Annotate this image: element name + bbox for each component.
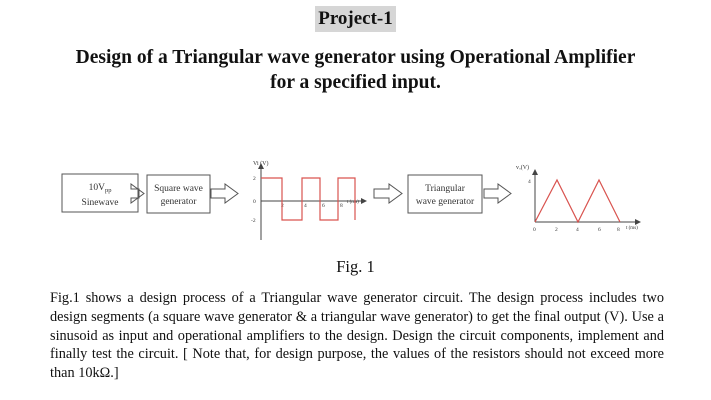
square-wave-trace — [261, 177, 356, 221]
square-generator-block: Square wave generator — [146, 174, 211, 214]
input-block: 10Vpp Sinewave — [61, 173, 139, 213]
hollow-arrow-3-icon — [373, 183, 403, 204]
hollow-arrow-2-icon — [210, 183, 239, 204]
input-block-wave: Sinewave — [82, 198, 119, 208]
triangle-plot-xtick-2: 2 — [555, 227, 558, 233]
figure-caption: Fig. 1 — [336, 257, 375, 276]
square-plot-xtick-8: 8 — [340, 203, 343, 209]
square-block-line2: generator — [161, 197, 198, 207]
svg-text:10Vpp: 10Vpp — [89, 183, 112, 194]
block-diagram-figure: 10Vpp Sinewave Square wave generator Vi … — [61, 160, 641, 240]
triangle-plot-ylabel: vₒ(V) — [516, 164, 529, 171]
triangular-block-line1: Triangular — [425, 184, 466, 194]
square-wave-plot: Vi (V) t (ms) 2 0 -2 2 4 6 8 — [251, 160, 367, 240]
triangular-block-line2: wave generator — [416, 197, 475, 207]
title-line-2: for a specified input. — [270, 72, 441, 93]
square-plot-ytick-2: 2 — [253, 176, 256, 182]
document-title: Design of a Triangular wave generator us… — [30, 45, 681, 95]
input-block-amplitude-sub: pp — [105, 187, 112, 194]
triangle-plot-ytick-4: 4 — [528, 179, 531, 185]
triangle-plot-xtick-8: 8 — [617, 227, 620, 233]
square-plot-xtick-4: 4 — [304, 203, 307, 209]
diagram-arrows — [130, 183, 512, 204]
project-label-text: Project-1 — [315, 6, 396, 32]
triangular-generator-block: Triangular wave generator — [407, 174, 483, 214]
triangle-wave-plot: vₒ(V) t (ms) 4 0 2 4 6 8 — [516, 164, 641, 233]
triangle-plot-xtick-6: 6 — [598, 227, 601, 233]
square-plot-xtick-6: 6 — [322, 203, 325, 209]
hollow-arrow-4-icon — [483, 183, 512, 204]
square-plot-ytick-0: 0 — [253, 199, 256, 205]
triangle-wave-trace — [534, 178, 621, 224]
square-block-line1: Square wave — [154, 184, 203, 194]
triangle-plot-xlabel: t (ms) — [626, 226, 638, 231]
description-paragraph: Fig.1 shows a design process of a Triang… — [50, 290, 664, 382]
square-plot-ylabel: Vi (V) — [253, 160, 268, 167]
title-line-1: Design of a Triangular wave generator us… — [75, 47, 636, 68]
square-plot-ytick-neg2: -2 — [251, 218, 256, 224]
triangle-plot-xtick-0: 0 — [533, 227, 536, 233]
square-plot-xlabel: t (ms) — [347, 200, 359, 205]
project-label: Project-1 — [0, 6, 711, 32]
input-block-amplitude: 10V — [89, 183, 106, 193]
triangle-plot-xtick-4: 4 — [576, 227, 579, 233]
hollow-arrow-1-icon — [130, 183, 145, 204]
